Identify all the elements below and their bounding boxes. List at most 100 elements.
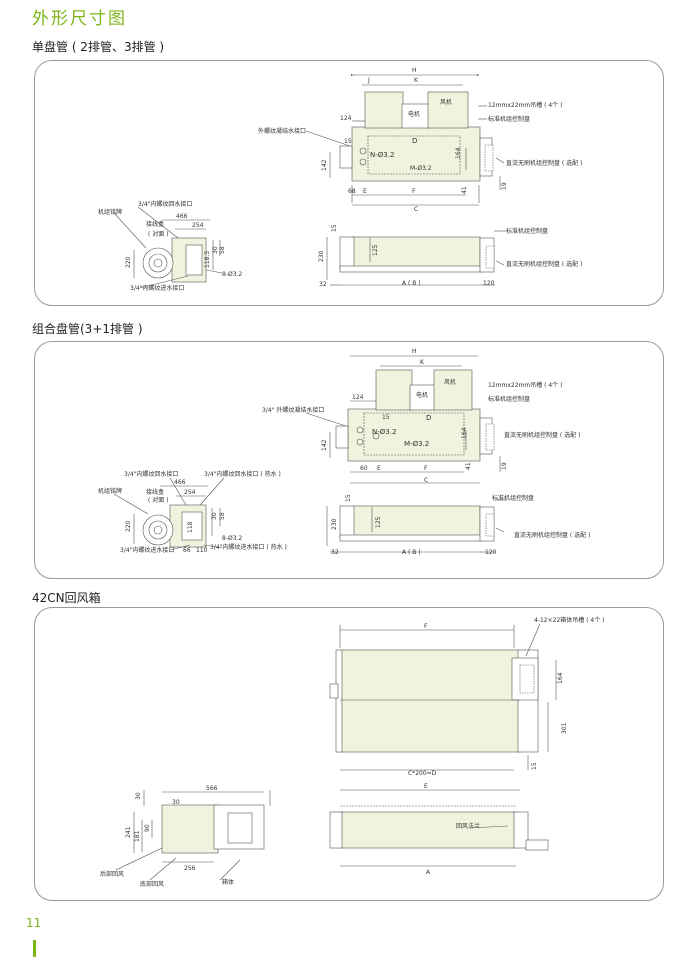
- s1-label-15: 15: [344, 138, 352, 145]
- s2-label-nameplate: 机组铭牌: [98, 487, 122, 495]
- s3-label-301: 301: [561, 722, 568, 734]
- s2-label-F: F: [424, 465, 428, 472]
- s1-label-32: 32: [319, 281, 327, 288]
- s2-label-66: 66: [183, 547, 191, 554]
- s2-label-254: 254: [184, 489, 196, 496]
- s1-label-41: 41: [461, 186, 468, 194]
- s3-label-181: 181: [134, 830, 141, 842]
- s1-label-125: 125: [372, 244, 379, 256]
- s1-label-fan: 风机: [440, 98, 452, 106]
- s2-label-466: 466: [174, 479, 186, 486]
- s1-label-254: 254: [192, 222, 204, 229]
- s3-label-A: A: [426, 869, 431, 876]
- s1-label-58: 58: [219, 246, 226, 254]
- s2-label-E: E: [377, 465, 381, 472]
- s2-label-230: 230: [331, 518, 338, 530]
- s3-label-164: 164: [557, 672, 564, 684]
- s2-top-view: [305, 355, 501, 484]
- s2-label-124: 124: [352, 394, 364, 401]
- s1-label-F: F: [412, 188, 416, 195]
- s3-label-CD: C*200=D: [408, 770, 437, 777]
- s1-label-E: E: [363, 188, 367, 195]
- s1-label-b-dc-box: 直流无刷机组控制盘 ( 选配 ): [506, 260, 582, 268]
- s1-label-68: 68: [348, 188, 356, 195]
- s1-label-b15: 15: [331, 224, 338, 232]
- page-title: 外形尺寸图: [32, 9, 127, 29]
- page-accent-bar: [33, 940, 36, 957]
- s3-bottom-view: [329, 805, 549, 867]
- s3-side-view: [115, 790, 271, 881]
- s3-label-E: E: [424, 783, 428, 790]
- s2-label-110: 110: [196, 547, 208, 554]
- s1-label-C: C: [414, 206, 418, 213]
- s2-label-N: N-Ø3.2: [372, 428, 396, 436]
- s1-label-M: M-Ø3.2: [410, 165, 432, 172]
- s3-label-30b: 30: [172, 799, 180, 806]
- s3-label-box: 箱体: [222, 878, 234, 886]
- s3-label-F: F: [424, 623, 428, 630]
- s1-label-30: 30: [212, 246, 219, 254]
- s2-bottom-view: [326, 499, 506, 553]
- s1-label-164: 164: [455, 147, 462, 159]
- s1-label-hanger: 12mmx22mm吊槽 ( 4个 ): [488, 101, 562, 109]
- s2-label-19: 19: [501, 462, 508, 470]
- s1-label-hole: 8-Ø3.2: [222, 271, 242, 278]
- s1-label-118: 118.5: [204, 251, 211, 268]
- s2-label-hanger: 12mmx22mm吊槽 ( 4个 ): [488, 381, 562, 389]
- s2-side-view: [113, 477, 225, 551]
- s1-bottom-view: [326, 230, 506, 286]
- s2-label-A: A ( B ): [402, 549, 421, 556]
- s2-label-dc-box: 直流无刷机组控制盘 ( 选配 ): [504, 431, 580, 439]
- s2-label-60: 60: [360, 465, 368, 472]
- s1-label-opposite: ( 对面 ): [148, 230, 169, 238]
- s1-label-dc-box: 直流无刷机组控制盘 ( 选配 ): [506, 159, 582, 167]
- s3-label-rear: 后部回风: [100, 870, 124, 878]
- s1-label-K: K: [414, 77, 419, 84]
- s2-label-118: 118: [187, 521, 194, 533]
- s1-label-ext-drain: 外螺纹凝结水接口: [258, 127, 306, 135]
- s2-label-b15: 15: [345, 494, 352, 502]
- section-heading-single-coil: 单盘管 ( 2排管、3排管 ): [32, 40, 165, 54]
- s2-label-120: 120: [485, 549, 497, 556]
- s2-label-220: 220: [125, 520, 132, 532]
- s3-label-15: 15: [531, 762, 538, 770]
- s2-label-opposite: ( 对面 ): [148, 496, 169, 504]
- s1-label-b-std-box: 标准机组控制盘: [506, 227, 548, 235]
- s1-label-H: H: [412, 67, 417, 74]
- s2-label-32: 32: [331, 549, 339, 556]
- s3-label-256: 256: [184, 865, 196, 872]
- s2-label-125: 125: [375, 516, 382, 528]
- s2-label-K: K: [420, 359, 425, 366]
- s2-label-b-std-box: 标准机组控制盘: [492, 494, 534, 502]
- s1-label-120: 120: [483, 280, 495, 287]
- s3-label-241: 241: [125, 826, 132, 838]
- s1-label-19: 19: [501, 182, 508, 190]
- s2-label-fan: 风机: [444, 378, 456, 386]
- s2-label-b-dc-box: 直流无刷机组控制盘 ( 选配 ): [514, 531, 590, 539]
- s2-label-hole: 8-Ø3.2: [222, 535, 242, 542]
- s1-label-220: 220: [125, 256, 132, 268]
- s1-label-230: 230: [318, 250, 325, 262]
- s2-label-return-hot: 3/4"内螺纹回水接口 ( 热水 ): [204, 470, 281, 478]
- s2-label-41: 41: [465, 462, 472, 470]
- s2-label-std-box: 标准机组控制盘: [488, 395, 530, 403]
- s2-label-return-port: 3/4"内螺纹回水接口: [124, 470, 178, 478]
- s1-top-view: [305, 73, 505, 206]
- s3-label-flange: 回风法兰: [456, 822, 480, 830]
- s3-label-hanger: 4-12×22箱体吊槽 ( 4个 ): [534, 616, 605, 624]
- s1-label-A: A ( B ): [402, 280, 421, 287]
- s1-label-supply-port: 3/4"内螺纹进水接口: [130, 284, 184, 292]
- section-heading-combined-coil: 组合盘管(3+1排管 ): [32, 322, 143, 336]
- s2-label-142: 142: [321, 439, 328, 451]
- s2-label-motor: 电机: [416, 391, 428, 399]
- s2-label-supply-port: 3/4"内螺纹进水接口: [120, 546, 174, 554]
- s1-label-nameplate: 机组铭牌: [98, 208, 122, 216]
- s2-label-D: D: [426, 414, 431, 422]
- s3-label-566: 566: [206, 785, 218, 792]
- s3-label-30a: 30: [135, 792, 142, 800]
- s2-label-ext-drain: 3/4" 外螺纹凝结水接口: [262, 406, 324, 414]
- s2-label-junction: 接线盒: [146, 488, 164, 496]
- s2-label-C: C: [424, 477, 428, 484]
- s3-label-90: 90: [144, 824, 151, 832]
